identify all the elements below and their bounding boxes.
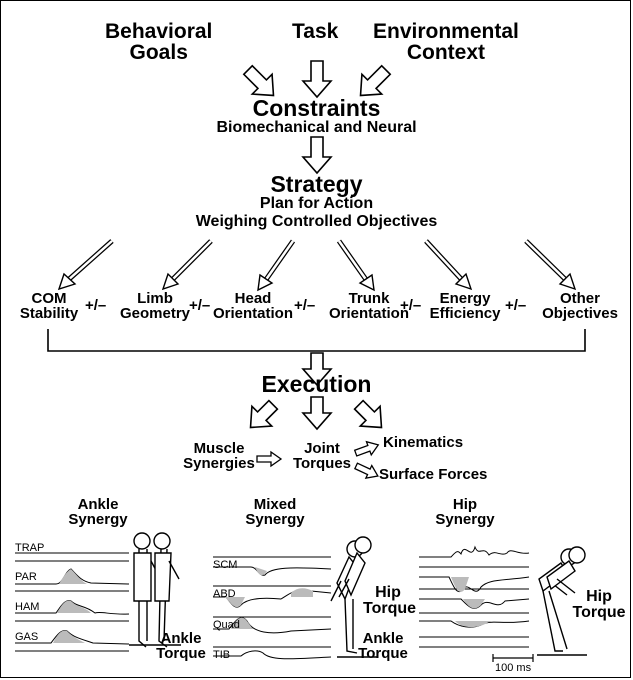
ankle-figure [129,532,181,648]
arrow-context-to-constraints [359,64,392,97]
strategy-line2: Weighing Controlled Objectives [195,213,438,230]
muscle-label-quad: Quad [213,619,240,631]
ankle-emg-fill [53,569,91,643]
muscle-label-scm: SCM [213,559,238,571]
arrow-execution-to-muscle [249,399,279,429]
arrow-to-head-orientation [257,239,296,292]
strategy-line1: Plan for Action [259,195,374,212]
muscle-label-tib: TIB [213,649,231,661]
task-label: Task [292,20,339,43]
muscle-label-abd: ABD [213,588,236,600]
muscle-label-par: PAR [15,571,37,583]
arrow-to-com-stability [57,239,114,291]
kinematics-label: Kinematics [383,434,464,451]
muscle-label-trap: TRAP [15,542,45,554]
environmental-context-label: Environmental Context [373,20,519,64]
plus-minus-3: +/– [294,297,316,314]
scale-bar [492,654,534,662]
execution-title: Execution [261,371,372,397]
arrow-task-to-constraints [301,60,333,99]
constraints-title: Constraints [252,95,381,121]
arrow-to-energy-efficiency [424,239,473,291]
plus-minus-1: +/– [85,297,107,314]
arrow-to-other-objectives [524,239,577,291]
arrow-to-execution [301,352,333,387]
muscle-label-ham: HAM [15,601,40,613]
arrow-execution-to-joint [301,396,333,431]
plus-minus-4: +/– [400,297,422,314]
plus-minus-2: +/– [189,297,211,314]
arrow-execution-to-outcomes [353,399,383,429]
hip-figure [537,546,587,656]
mixed-figure [330,536,377,658]
strategy-title: Strategy [270,171,363,197]
mixed-emg-fill [225,567,313,629]
behavioral-goals-label: Behavioral Goals [105,20,213,64]
mixed-emg-traces [213,556,332,660]
hip-emg-traces [419,545,530,648]
arrow-constraints-to-strategy [301,136,333,175]
muscle-label-gas: GAS [15,631,39,643]
arrow-joint-to-kinematics [353,440,380,457]
arrow-muscle-to-joint [256,450,283,468]
arrow-joint-to-surface-forces [353,462,379,480]
scale-bar-label: 100 ms [495,662,532,674]
objectives-bracket [47,329,586,352]
arrow-to-limb-geometry [161,239,213,291]
surface-forces-label: Surface Forces [379,466,488,483]
arrow-goals-to-constraints [242,64,275,97]
constraints-subtitle: Biomechanical and Neural [216,119,417,136]
plus-minus-5: +/– [505,297,527,314]
arrow-to-trunk-orientation [336,239,375,292]
hip-emg-fill [451,577,491,628]
